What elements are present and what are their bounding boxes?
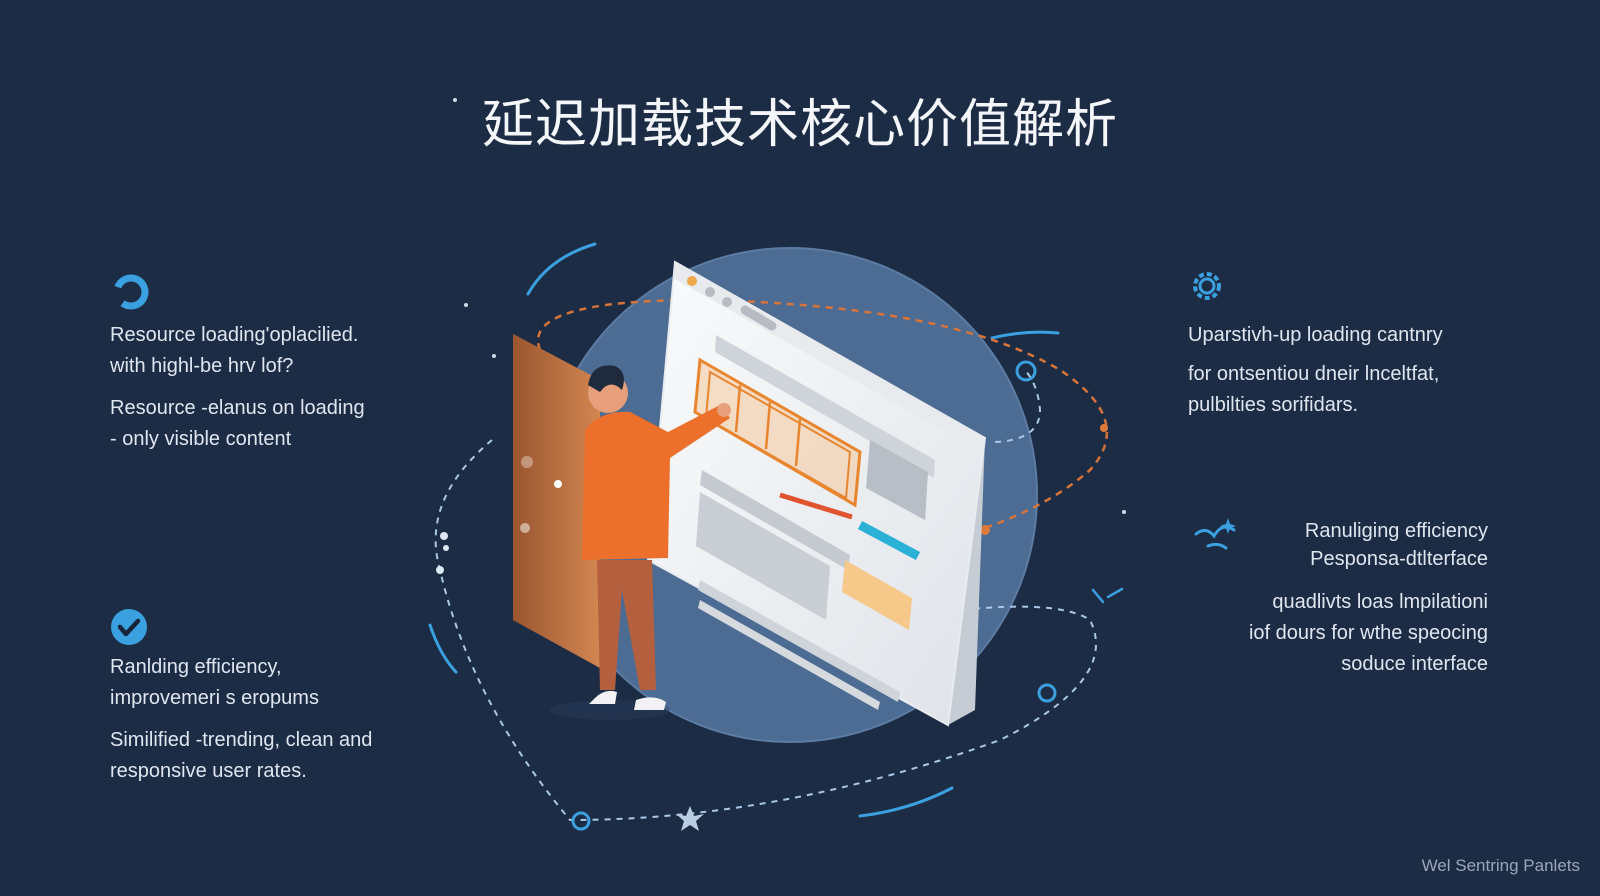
left-bottom-line-3: Similified -trending, clean and <box>110 729 373 751</box>
refresh-icon <box>113 274 149 310</box>
right-bottom-block: Ranuliging efficiency Pesponsa-dtlterfac… <box>1188 516 1488 680</box>
orbit-node <box>1015 360 1037 382</box>
left-top-line-2: with highl-be hrv lof? <box>110 355 294 377</box>
left-top-line-1: Resource loading'oplacilied. <box>110 324 359 346</box>
person <box>597 560 656 690</box>
orbit-node <box>571 811 591 831</box>
right-top-block: Uparstivh-up loading cantnry for ontsent… <box>1188 320 1518 421</box>
right-bottom-line-2: Pesponsa-dtlterface <box>1310 548 1488 570</box>
left-top-block: Resource loading'oplacilied. with highl-… <box>110 320 440 455</box>
left-bottom-line-4: responsive user rates. <box>110 760 307 782</box>
orbit-node <box>980 525 990 535</box>
left-bottom-block: Ranlding efficiency, improvemeri s eropu… <box>110 652 450 787</box>
footer-watermark: Wel Sentring Panlets <box>1421 856 1580 875</box>
sparkle-icon <box>1194 518 1236 550</box>
check-circle-icon <box>111 609 147 645</box>
right-top-line-2: for ontsentiou dneir lnceltfat, <box>1188 363 1440 385</box>
orbit-node <box>1037 683 1057 703</box>
right-top-line-1: Uparstivh-up loading cantnry <box>1188 324 1443 346</box>
orbit-arc <box>526 242 597 296</box>
right-bottom-line-4: iof dours for wthe speocing <box>1248 622 1488 644</box>
orbit-arc <box>428 623 458 674</box>
page-title: 延迟加载技术核心价值解析 <box>481 95 1118 155</box>
gear-icon <box>1193 272 1221 300</box>
orbit-arc <box>858 786 954 818</box>
orbit-arc <box>990 330 1060 340</box>
left-bottom-line-2: improvemeri s eropums <box>110 687 319 709</box>
left-bottom-line-1: Ranlding efficiency, <box>110 656 282 678</box>
orbit-node <box>1100 424 1108 432</box>
right-top-line-3: pulbilties sorifidars. <box>1188 394 1359 416</box>
right-bottom-line-5: soduce interface <box>1341 653 1488 675</box>
right-bottom-line-1: Ranuliging efficiency <box>1304 520 1488 542</box>
left-top-line-3: Resource -elanus on loading <box>110 397 365 419</box>
right-bottom-line-3: quadlivts loas lmpilationi <box>1272 591 1488 613</box>
left-top-line-4: - only visible content <box>110 428 292 450</box>
